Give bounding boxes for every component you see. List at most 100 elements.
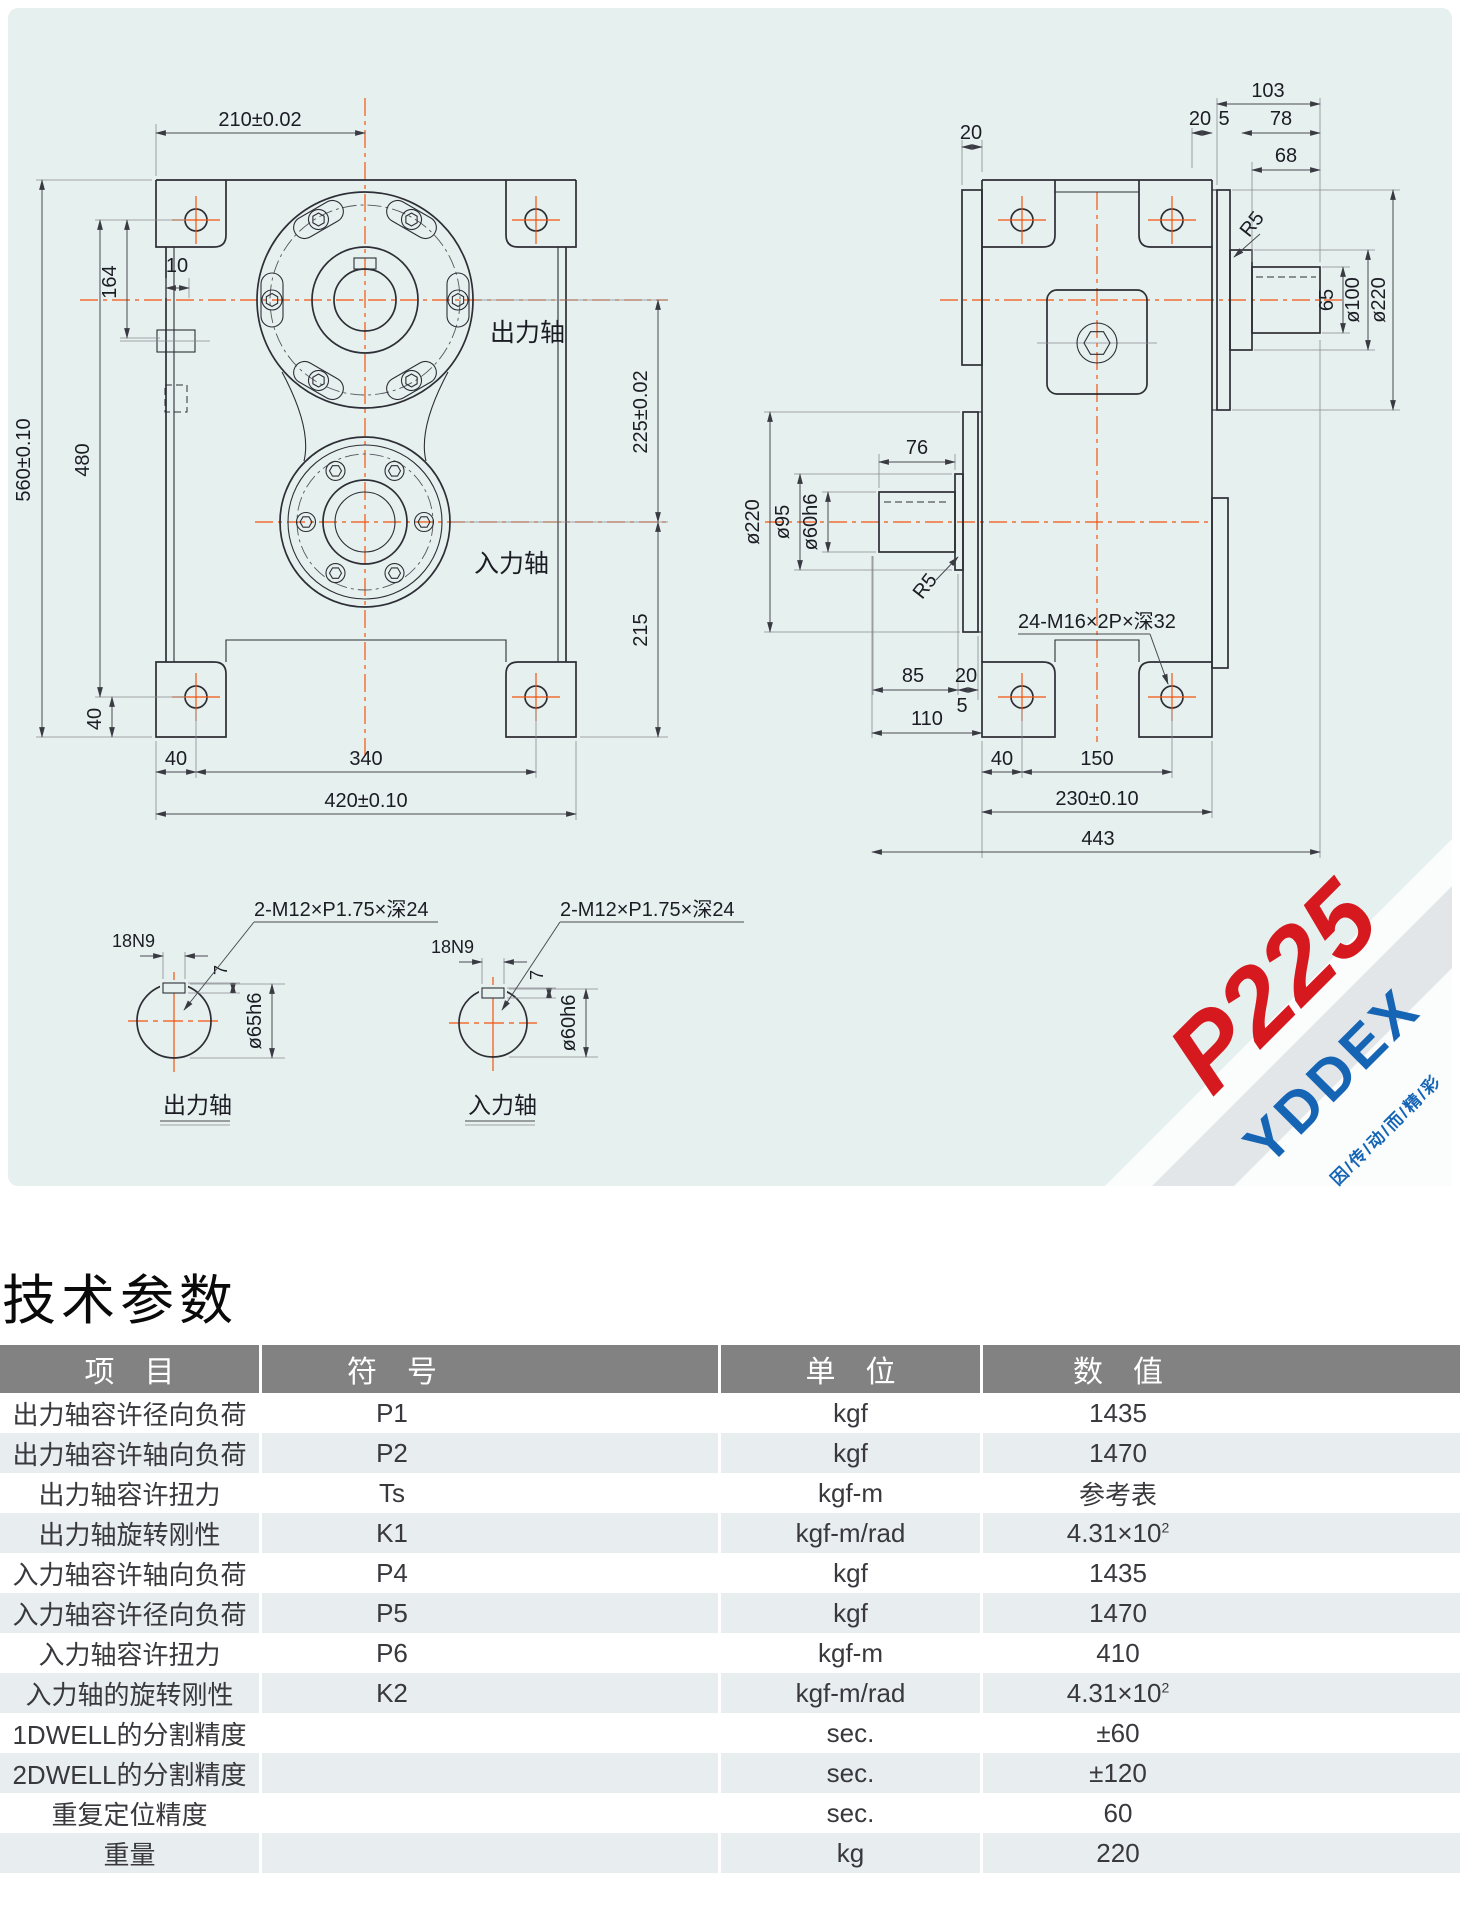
header-symbol: 符 号 — [262, 1345, 718, 1393]
detail-input-keyway-label: 18N9 — [431, 937, 474, 957]
table-row: 1DWELL的分割精度 sec. ±60 — [0, 1713, 1460, 1753]
param-unit: kgf-m — [818, 1477, 883, 1508]
param-unit: sec. — [721, 1753, 980, 1793]
dim-d60-label: ø60h6 — [800, 494, 822, 551]
front-view: 210±0.02 560±0.10 480 164 10 40 40 — [13, 98, 668, 820]
param-unit: kgf-m — [818, 1637, 883, 1668]
param-symbol-label: P5 — [376, 1597, 408, 1628]
table-row: 入力轴容许扭力 P6 kgf-m 410 — [0, 1633, 1460, 1673]
detail-output-caption: 出力轴 — [163, 1092, 232, 1118]
table-row: 出力轴容许轴向负荷 P2 kgf 1470 — [0, 1433, 1460, 1473]
param-symbol-label: P6 — [376, 1637, 408, 1668]
param-symbol: P4 — [262, 1553, 718, 1593]
table-row: 2DWELL的分割精度 sec. ±120 — [0, 1753, 1460, 1793]
param-symbol — [262, 1793, 718, 1833]
dim-164-label: 164 — [99, 265, 121, 298]
param-value: 4.31×102 — [983, 1673, 1460, 1713]
param-item: 入力轴容许径向负荷 — [0, 1593, 259, 1633]
param-value: 60 — [983, 1793, 1460, 1833]
dim-5-shaft-label: 5 — [1218, 108, 1229, 130]
param-value-label: 1435 — [1089, 1397, 1147, 1428]
dim-76-label: 76 — [906, 437, 928, 459]
param-value-label: 220 — [1096, 1837, 1140, 1868]
dim-40-left-label: 40 — [84, 708, 106, 730]
dim-230-label: 230±0.10 — [1055, 788, 1138, 810]
param-symbol: K1 — [262, 1513, 718, 1553]
dim-20-shaft-label: 20 — [1189, 108, 1211, 130]
output-shaft-label: 出力轴 — [490, 319, 565, 347]
dim-210-label: 210±0.02 — [218, 109, 301, 131]
dim-150-label: 150 — [1080, 748, 1113, 770]
param-symbol-label: P4 — [376, 1557, 408, 1588]
table-row: 入力轴的旋转刚性 K2 kgf-m/rad 4.31×102 — [0, 1673, 1460, 1713]
param-item: 出力轴容许轴向负荷 — [0, 1433, 259, 1473]
param-value: 1470 — [983, 1433, 1460, 1473]
param-value-label: 4.31×102 — [1066, 1677, 1170, 1708]
dim-110-label: 110 — [911, 708, 943, 730]
detail-input-thread-label: 2-M12×P1.75×深24 — [560, 898, 735, 921]
param-unit: kgf-m/rad — [721, 1513, 980, 1553]
table-row: 重复定位精度 sec. 60 — [0, 1793, 1460, 1833]
detail-output-dia-label: ø65h6 — [244, 993, 266, 1050]
param-symbol: P1 — [262, 1393, 718, 1433]
param-symbol-label: P1 — [376, 1397, 408, 1428]
dim-103-label: 103 — [1251, 80, 1284, 102]
param-symbol — [262, 1833, 718, 1873]
side-view: 20 103 20 5 78 68 R5 65 ø100 — [742, 80, 1400, 858]
param-symbol: P5 — [262, 1593, 718, 1633]
dim-340-label: 340 — [349, 748, 382, 770]
param-item: 1DWELL的分割精度 — [12, 1719, 247, 1750]
param-value-label: 1435 — [1089, 1557, 1147, 1588]
param-symbol-label: P2 — [376, 1437, 408, 1468]
side-input-shaft — [878, 411, 983, 633]
technical-drawing-canvas: 210±0.02 560±0.10 480 164 10 40 40 — [8, 8, 1452, 1189]
param-item: 出力轴容许扭力 — [38, 1479, 221, 1510]
output-flange — [256, 191, 474, 409]
header-item: 项 目 — [0, 1345, 259, 1393]
param-item: 重量 — [0, 1833, 259, 1873]
parameters-table: 项 目 符 号 单 位 数 值 出力轴容许径向负荷 P1 kgf 1435 出力… — [0, 1345, 1460, 1873]
param-value-label: 1470 — [1089, 1437, 1147, 1468]
param-value-label: 参考表 — [1078, 1479, 1157, 1510]
param-value-label: ±120 — [1089, 1757, 1147, 1788]
param-unit: kgf — [721, 1433, 980, 1473]
header-unit: 单 位 — [721, 1345, 980, 1393]
table-header-row: 项 目 符 号 单 位 数 值 — [0, 1345, 1460, 1393]
dim-225-label: 225±0.02 — [630, 370, 652, 453]
table-row: 入力轴容许轴向负荷 P4 kgf 1435 — [0, 1553, 1460, 1593]
dim-5-bottom-label: 5 — [956, 695, 967, 717]
output-shaft-detail: 18N9 7 ø65h6 2-M12×P1.75×深24 出力轴 — [112, 898, 438, 1126]
param-value: 1435 — [983, 1553, 1460, 1593]
table-row: 出力轴旋转刚性 K1 kgf-m/rad 4.31×102 — [0, 1513, 1460, 1553]
detail-input-depth-label: 7 — [527, 970, 547, 980]
logo-band — [1152, 886, 1452, 1186]
dim-560-label: 560±0.10 — [13, 418, 35, 501]
param-unit: kg — [721, 1833, 980, 1873]
dim-85-label: 85 — [902, 665, 924, 687]
param-value: ±120 — [983, 1753, 1460, 1793]
dim-40-side-label: 40 — [991, 748, 1013, 770]
param-unit: kgf-m/rad — [721, 1673, 980, 1713]
param-value-label: 1470 — [1089, 1597, 1147, 1628]
param-item: 入力轴容许扭力 — [38, 1639, 221, 1670]
dim-20-bottom-label: 20 — [955, 665, 977, 687]
header-symbol-label: 符 号 — [347, 1356, 437, 1389]
table-row: 入力轴容许径向负荷 P5 kgf 1470 — [0, 1593, 1460, 1633]
param-symbol-label: K1 — [376, 1517, 408, 1548]
param-item: 出力轴容许径向负荷 — [12, 1399, 247, 1430]
header-value: 数 值 — [983, 1345, 1460, 1393]
param-symbol: P6 — [262, 1633, 718, 1673]
dim-78-label: 78 — [1270, 108, 1292, 130]
dim-d220-right-label: ø220 — [1368, 277, 1390, 323]
param-value: 410 — [983, 1633, 1460, 1673]
dim-20-topleft-label: 20 — [960, 122, 982, 144]
bolt-pattern-label: 24-M16×2P×深32 — [1018, 610, 1176, 633]
detail-input-caption: 入力轴 — [468, 1092, 537, 1118]
param-unit: kgf — [721, 1593, 980, 1633]
param-value: 220 — [983, 1833, 1460, 1873]
param-value: 1435 — [983, 1393, 1460, 1433]
input-shaft-detail: 18N9 7 ø60h6 2-M12×P1.75×深24 入力轴 — [431, 898, 744, 1126]
param-value: 4.31×102 — [983, 1513, 1460, 1553]
dim-d220-left-label: ø220 — [742, 499, 764, 545]
